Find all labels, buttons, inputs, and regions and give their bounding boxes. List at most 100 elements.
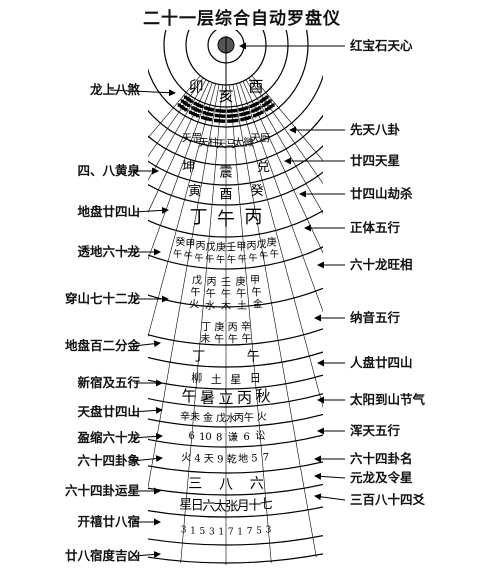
label-long-shang-ba-sha: 龙上八煞 bbox=[89, 82, 140, 97]
ring-glyph: 午 bbox=[242, 332, 252, 345]
ring-glyph: 戊水 bbox=[216, 413, 236, 425]
trigram-bar bbox=[193, 107, 197, 111]
trigram-bar bbox=[191, 106, 195, 110]
ring-glyph: 土 bbox=[211, 373, 222, 386]
label-huang-quan: 四、八黄泉 bbox=[77, 163, 140, 178]
compass-ring bbox=[148, 30, 309, 128]
trigram-bar bbox=[231, 109, 235, 113]
ring-glyph: 天厨 bbox=[250, 132, 270, 144]
trigram-bar bbox=[199, 104, 204, 109]
ring-glyph: 午 bbox=[227, 253, 236, 265]
compass-ring bbox=[148, 534, 323, 546]
ring-glyph: 午 bbox=[217, 209, 235, 230]
trigram-bar bbox=[242, 117, 247, 121]
compass-strip: 卯亥酉天罡天柱天马太微天厨坤震兑寅酉癸丁午丙癸甲丙戊庚壬甲丙戊庚午午午午午午午午… bbox=[148, 30, 323, 570]
ring-glyph: 天柱 bbox=[199, 136, 219, 149]
ring-glyph: 戊 bbox=[206, 241, 216, 253]
trigram-bar bbox=[180, 99, 185, 103]
ring-glyph: 戊 bbox=[192, 275, 202, 287]
ring-glyph: 太 bbox=[214, 499, 227, 514]
trigram-bar bbox=[191, 111, 195, 116]
trigram-bar bbox=[214, 113, 219, 118]
ring-glyph: 午 bbox=[173, 248, 182, 260]
ring-glyph: 未 bbox=[200, 333, 210, 345]
trigram-bar bbox=[245, 116, 249, 120]
label-tian-pan-shan: 天盘廿四山 bbox=[77, 404, 140, 419]
ring-glyph: 乾 bbox=[227, 452, 237, 465]
trigram-bar bbox=[240, 117, 244, 122]
ring-glyph: 午 bbox=[214, 332, 224, 345]
trigram-bar bbox=[240, 107, 244, 111]
trigram-bar bbox=[187, 98, 191, 102]
label-ren-pan-shan: 人盘廿四山 bbox=[350, 355, 413, 370]
ring-glyph: 午 bbox=[228, 332, 238, 345]
compass-ring bbox=[148, 351, 323, 368]
ring-glyph: 谦 bbox=[228, 430, 238, 443]
trigram-bar bbox=[255, 107, 260, 111]
label-gua-xiang: 六十四卦象 bbox=[77, 453, 140, 468]
trigram-bar bbox=[186, 103, 191, 108]
trigram-bar bbox=[177, 103, 182, 107]
trigram-bar bbox=[268, 99, 272, 103]
trigram-bar bbox=[229, 114, 233, 118]
trigram-bar bbox=[207, 112, 211, 116]
ring-glyph: 讼 bbox=[255, 430, 265, 442]
ring-glyph: 金 bbox=[253, 298, 263, 311]
trigram-bar bbox=[206, 106, 210, 111]
ring-glyph: 秋 bbox=[255, 387, 270, 405]
ring-glyph: 午 bbox=[249, 252, 258, 264]
label-gua-yun-xing: 六十四卦运星 bbox=[64, 483, 140, 498]
ring-glyph: 午 bbox=[221, 288, 231, 301]
ring-glyph: 火 bbox=[189, 299, 199, 311]
trigram-bar bbox=[204, 106, 208, 110]
ring-glyph: 午 bbox=[236, 287, 246, 300]
ring-glyph: 火 bbox=[257, 411, 267, 423]
trigram-bar bbox=[231, 114, 236, 118]
trigram-bar bbox=[253, 102, 257, 107]
label-tou-di-long: 透地六十龙 bbox=[77, 244, 140, 259]
ring-glyph: 庚 bbox=[267, 235, 277, 248]
label-chuan-shan-long: 穿山七十二龙 bbox=[64, 291, 140, 306]
ring-glyph: 辛未 bbox=[180, 410, 200, 423]
label-xiu-du-ji-xiong: 廿八宿度吉凶 bbox=[64, 548, 140, 563]
compass-ring bbox=[148, 461, 323, 474]
trigram-bar bbox=[227, 119, 231, 123]
ring-glyph: 午 bbox=[206, 287, 216, 300]
trigram-bar bbox=[210, 108, 215, 112]
trigram-bar bbox=[264, 102, 268, 106]
trigram-bar bbox=[208, 117, 213, 122]
trigram-bar bbox=[188, 110, 193, 115]
ring-glyph: 天罡 bbox=[182, 132, 202, 144]
ring-glyph: 壬 bbox=[226, 241, 236, 253]
trigram-bar bbox=[226, 109, 231, 113]
ring-glyph: 丙 bbox=[247, 241, 257, 252]
trigram-bar bbox=[229, 119, 234, 123]
trigram-bar bbox=[222, 114, 226, 118]
ring-glyph: 9 bbox=[217, 454, 223, 465]
label-tian-xing: 廿四天星 bbox=[350, 153, 401, 168]
ring-glyph: 日 bbox=[250, 372, 261, 385]
ring-glyph: 卯 bbox=[189, 78, 204, 96]
ring-glyph: 7 bbox=[263, 453, 269, 464]
ring-glyph: 丁 bbox=[201, 322, 211, 333]
trigram-bar bbox=[238, 108, 242, 112]
trigram-bar bbox=[182, 100, 187, 105]
ring-glyph: 午 bbox=[251, 286, 261, 299]
trigram-bar bbox=[263, 96, 267, 101]
ring-glyph: 1 bbox=[190, 526, 196, 536]
ring-glyph: 暑 bbox=[200, 389, 215, 407]
trigram-bar bbox=[184, 102, 189, 106]
ring-glyph: 日 bbox=[191, 499, 204, 514]
trigram-bar bbox=[183, 95, 188, 99]
ring-glyph: 午 bbox=[270, 248, 279, 260]
ring-glyph: 3 bbox=[181, 526, 187, 536]
ring-glyph: 酉 bbox=[219, 188, 232, 203]
ring-glyph: 土 bbox=[237, 299, 247, 312]
ring-glyph: 寅 bbox=[188, 183, 201, 199]
ring-glyph: 水 bbox=[205, 300, 215, 312]
ring-glyph: 7 bbox=[228, 527, 234, 537]
ring-glyph: 兑 bbox=[257, 160, 270, 175]
ring-glyph: 丁 bbox=[190, 207, 208, 228]
trigram-bar bbox=[213, 118, 218, 123]
ring-glyph: 戊 bbox=[257, 238, 267, 250]
